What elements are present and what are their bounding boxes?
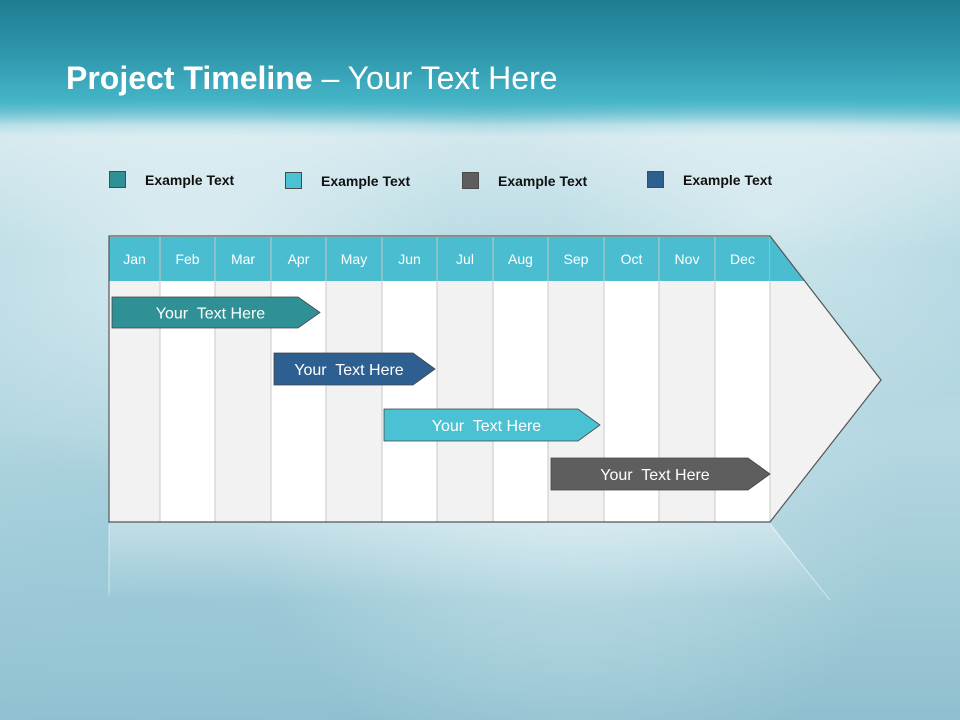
- month-label-nov: Nov: [675, 251, 700, 267]
- legend-label-3: Example Text: [498, 172, 588, 189]
- month-label-dec: Dec: [730, 251, 755, 267]
- timeline-reflection: [109, 522, 830, 600]
- legend-item-1: Example Text: [109, 171, 234, 188]
- task-bar-4: [550, 457, 771, 491]
- month-header-jul: [437, 237, 493, 281]
- month-label-apr: Apr: [288, 251, 310, 267]
- month-label-may: May: [341, 251, 367, 267]
- month-label-mar: Mar: [231, 251, 255, 267]
- month-header-may: [326, 237, 382, 281]
- page-title-rest: – Your Text Here: [312, 60, 558, 96]
- legend-swatch-2: [285, 172, 302, 189]
- month-header-apr: [271, 237, 326, 281]
- month-column-jun: [382, 281, 437, 522]
- month-header-sep: [548, 237, 604, 281]
- page-title-bold: Project Timeline: [66, 60, 313, 96]
- month-label-jun: Jun: [398, 251, 421, 267]
- month-column-may: [326, 281, 382, 522]
- task-label-2: Your Text Here: [294, 362, 404, 379]
- task-label-4: Your Text Here: [600, 467, 710, 484]
- page-title: Project Timeline – Your Text Here: [66, 60, 558, 97]
- month-column-aug: [493, 281, 548, 522]
- month-column-jul: [437, 281, 493, 522]
- timeline-arrow-outline: [108, 235, 882, 523]
- month-header-dec: [715, 237, 770, 281]
- month-label-jan: Jan: [123, 251, 146, 267]
- title-band: [0, 0, 960, 125]
- legend-label-4: Example Text: [683, 171, 773, 188]
- reflection-tip-edge: [769, 524, 831, 601]
- task-bar-2: [273, 352, 436, 386]
- task-label-3: Your Text Here: [432, 418, 542, 435]
- legend-item-2: Example Text: [285, 172, 410, 189]
- legend-swatch-1: [109, 171, 126, 188]
- month-header-feb: [160, 237, 215, 281]
- legend-label-2: Example Text: [321, 172, 411, 189]
- month-header-jun: [382, 237, 437, 281]
- month-header-aug: [493, 237, 548, 281]
- legend-label-1: Example Text: [145, 171, 235, 188]
- month-header-jan: [109, 237, 160, 281]
- task-bar-1: [111, 296, 321, 329]
- month-label-jul: Jul: [456, 251, 474, 267]
- month-columns: Jan Feb Mar Apr May Jun Jul Aug Sep Oct Nov Dec: [109, 237, 771, 522]
- month-header-oct: [604, 237, 659, 281]
- legend-item-4: Example Text: [647, 171, 772, 188]
- month-label-aug: Aug: [508, 251, 533, 267]
- task-bar-3: [383, 408, 601, 442]
- task-label-1: Your Text Here: [156, 306, 266, 323]
- month-header-mar: [215, 237, 271, 281]
- legend-swatch-4: [647, 171, 664, 188]
- legend-item-3: Example Text: [462, 172, 587, 189]
- month-header-nov: [659, 237, 715, 281]
- month-label-sep: Sep: [564, 251, 589, 267]
- month-label-oct: Oct: [621, 251, 643, 267]
- legend-swatch-3: [462, 172, 479, 189]
- month-label-feb: Feb: [175, 251, 199, 267]
